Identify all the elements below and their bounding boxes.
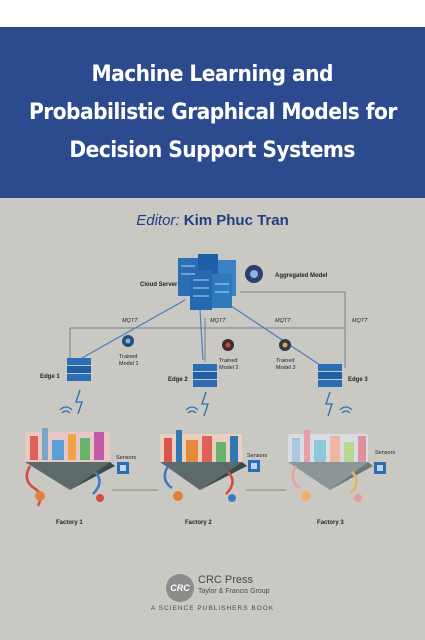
title-band: Machine Learning and Probabilistic Graph… bbox=[0, 27, 425, 198]
factory-1-illustration bbox=[25, 428, 115, 507]
trained-model-1: Trained Model 1 bbox=[119, 335, 139, 367]
trained-model-3: Trained Model 3 bbox=[276, 339, 296, 371]
editor-name: Kim Phuc Tran bbox=[183, 212, 289, 229]
arrow-server-edge3 bbox=[224, 301, 321, 366]
edge-device-2 bbox=[193, 364, 217, 387]
wifi-icons bbox=[59, 406, 353, 414]
cloud-server-label: Cloud Server bbox=[140, 282, 178, 288]
aggregated-model-icon bbox=[245, 265, 263, 283]
edge-1-label: Edge 1 bbox=[40, 374, 60, 380]
editor-label: Editor: bbox=[136, 212, 180, 229]
line-server-right bbox=[240, 291, 346, 328]
mqtt-label-1: MQTT bbox=[122, 318, 138, 324]
sensors-label-2: Sensors bbox=[247, 453, 267, 459]
svg-text:Trained: Trained bbox=[119, 354, 137, 360]
svg-text:Model 1: Model 1 bbox=[119, 361, 139, 367]
arrow-server-edge1 bbox=[81, 299, 186, 359]
editor-line: Editor: Kim Phuc Tran bbox=[0, 212, 425, 229]
federated-learning-diagram: Cloud Server Aggregated Model MQTT MQTT … bbox=[25, 254, 395, 526]
factory-2-illustration bbox=[160, 430, 247, 502]
title-line-1: Machine Learning and bbox=[91, 61, 334, 87]
edge-device-1 bbox=[67, 358, 91, 381]
arrow-server-edge2 bbox=[199, 309, 204, 361]
title-line-3: Decision Support Systems bbox=[69, 137, 356, 163]
line-bus-top bbox=[70, 327, 346, 368]
cloud-server-icon bbox=[178, 254, 236, 310]
svg-text:Trained: Trained bbox=[219, 358, 237, 364]
aggregated-model-label: Aggregated Model bbox=[275, 273, 328, 279]
mqtt-label-2: MQTT bbox=[210, 318, 226, 324]
sensor-2-icon bbox=[248, 460, 260, 472]
publisher-block: CRC CRC Press Taylor & Francis Group A S… bbox=[0, 568, 425, 640]
publisher-name: CRC Press bbox=[198, 574, 254, 586]
edge-3-label: Edge 3 bbox=[348, 377, 368, 383]
mqtt-arrows bbox=[81, 299, 321, 366]
mqtt-label-3: MQTT bbox=[275, 318, 291, 324]
trained-model-2: Trained Model 2 bbox=[219, 339, 239, 371]
edge-device-3 bbox=[318, 364, 342, 387]
mqtt-label-4: MQTT bbox=[352, 318, 368, 324]
network-lines bbox=[69, 291, 346, 368]
sensors-label-1: Sensors bbox=[116, 455, 136, 461]
svg-text:Model 2: Model 2 bbox=[219, 365, 239, 371]
top-strip bbox=[0, 0, 425, 27]
factory-3-label: Factory 3 bbox=[317, 520, 344, 526]
edge-2-label: Edge 2 bbox=[168, 377, 188, 383]
svg-text:Trained: Trained bbox=[276, 358, 294, 364]
factory-1-label: Factory 1 bbox=[56, 520, 83, 526]
crc-logo: CRC bbox=[166, 574, 194, 602]
sensor-3-icon bbox=[374, 462, 386, 474]
publisher-group: Taylor & Francis Group bbox=[198, 588, 270, 595]
title-line-2: Probabilistic Graphical Models for bbox=[28, 99, 397, 125]
svg-text:Model 3: Model 3 bbox=[276, 365, 296, 371]
sensors-label-3: Sensors bbox=[375, 450, 395, 456]
factory-3-illustration bbox=[288, 430, 373, 502]
publisher-imprint: A SCIENCE PUBLISHERS BOOK bbox=[150, 605, 275, 612]
lightning-icons bbox=[75, 389, 333, 417]
factory-2-label: Factory 2 bbox=[185, 520, 212, 526]
sensor-1-icon bbox=[117, 462, 129, 474]
